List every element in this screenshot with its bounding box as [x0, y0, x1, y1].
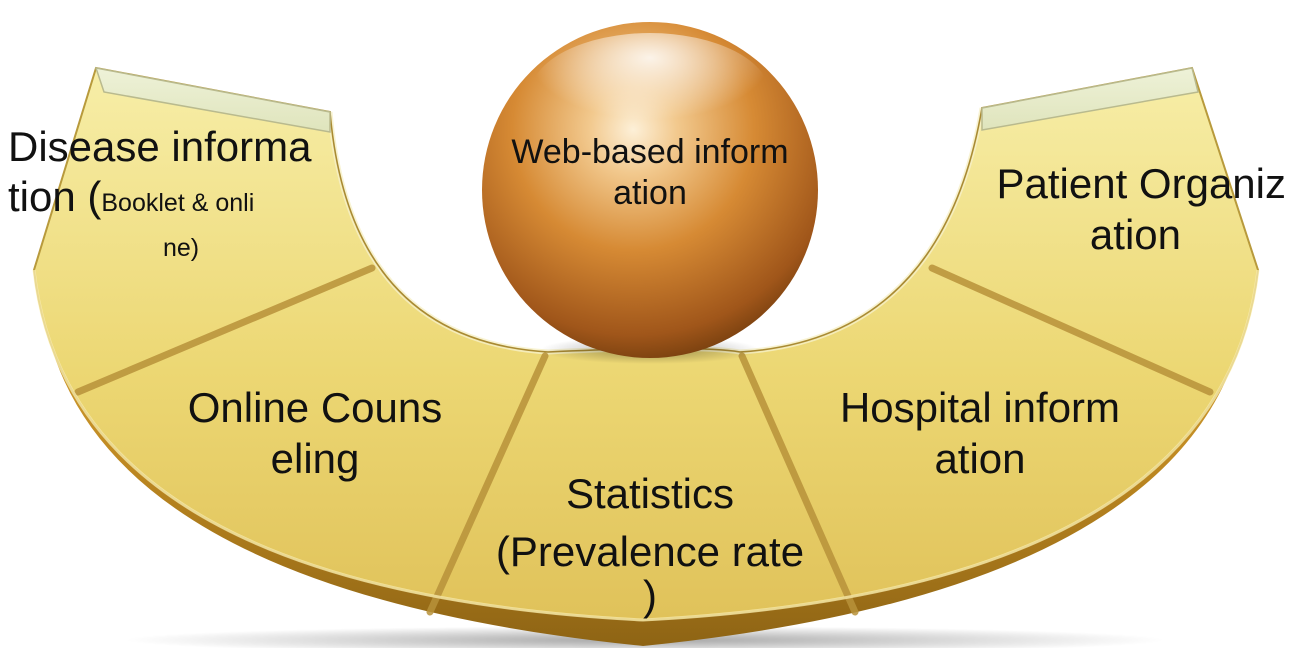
center-label-line2: ation	[613, 174, 687, 213]
center-label-line1: Web-based inform	[511, 133, 789, 171]
segment-disease-line3: ne)	[163, 233, 200, 262]
segment-disease-line1: Disease informa	[8, 123, 312, 170]
divider-3	[738, 352, 859, 616]
segment-disease-line2b: Booklet & onli	[101, 189, 255, 218]
band-tip-left	[94, 67, 331, 133]
segment-counseling-line1: Online Couns	[187, 384, 443, 431]
divider-4	[928, 264, 1214, 396]
divider-1	[74, 264, 376, 396]
segment-patient-label: Patient Organiz ation	[946, 158, 1287, 260]
segment-disease-label: Disease informa tion (Booklet & onli ne)	[8, 122, 311, 263]
segment-statistics-line3: )	[643, 571, 657, 619]
segment-statistics-line2: (Prevalence rate	[495, 527, 805, 575]
band-tip-right	[981, 67, 1199, 131]
segment-statistics-label: Statistics (Prevalence rate )	[450, 454, 850, 618]
segment-hospital-line2: ation	[934, 435, 1026, 483]
divider-2	[426, 352, 549, 616]
center-label: Web-based inform ation	[470, 132, 830, 215]
segment-statistics-line1: Statistics	[565, 470, 735, 517]
segment-counseling-line2: eling	[270, 435, 360, 483]
segment-hospital-label: Hospital inform ation	[800, 382, 1160, 484]
segment-counseling-label: Online Couns eling	[150, 382, 480, 484]
segment-patient-line2: ation	[1089, 211, 1181, 259]
segment-hospital-line1: Hospital inform	[839, 384, 1121, 431]
segment-disease-line2a: tion (	[8, 173, 102, 221]
segment-patient-line1: Patient Organiz	[996, 160, 1287, 207]
